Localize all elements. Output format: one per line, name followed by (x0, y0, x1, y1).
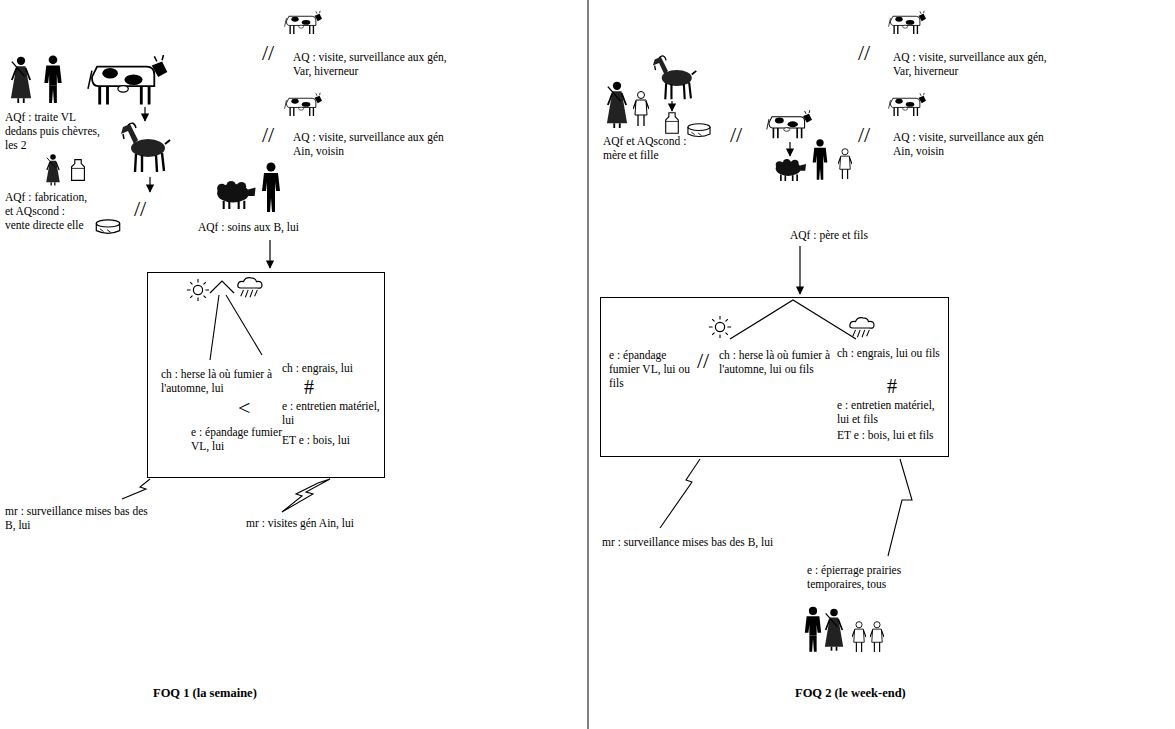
sun-icon (187, 279, 209, 301)
lightning-line (122, 479, 150, 499)
lightning-bolt (282, 479, 330, 512)
goat-icon (653, 56, 696, 99)
cheese-icon (96, 220, 119, 234)
separator-symbol: // (697, 350, 709, 372)
activity-label: AQf : traite VL dedans puis chèvres, les… (5, 110, 101, 152)
man-icon (813, 139, 828, 180)
woman-icon (825, 609, 843, 651)
cow-icon (767, 110, 812, 138)
man-icon (262, 163, 280, 213)
activity-label: mr : surveillance mises bas des B, lui (5, 504, 155, 532)
woman-icon (46, 154, 60, 185)
activity-label: AQf : fabrication, et AQscond : vente di… (5, 190, 91, 232)
activity-text: ch : herse là où fumier à l'automne, lui (161, 367, 273, 395)
activity-text: e : entretien matériel, lui et fils (837, 398, 945, 426)
activity-label: e : épierrage prairies temporaires, tous (807, 563, 935, 591)
leader-line (226, 295, 262, 355)
separator-symbol: // (858, 124, 870, 146)
cow-icon (285, 11, 322, 34)
sun-icon (709, 316, 731, 338)
cow-icon (889, 11, 926, 34)
flow-arrow (799, 246, 800, 294)
activity-box: e : épandage fumier VL, lui ou fils// ch … (600, 297, 949, 457)
man-icon (44, 55, 61, 103)
leader-line (210, 295, 219, 360)
activity-text: e : entretien matériel, lui (282, 399, 380, 427)
flow-arrow (269, 240, 270, 268)
activity-label: mr : surveillance mises bas des B, lui (602, 535, 862, 549)
activity-text: ch : herse là où fumier à l'automne, lui… (719, 348, 831, 376)
goat-icon (121, 123, 170, 172)
activity-label: AQf : soins aux B, lui (198, 220, 348, 234)
separator-symbol: // (262, 124, 274, 146)
activity-text: ET e : bois, lui et fils (837, 428, 945, 442)
activity-label: AQ : visite, surveillance aux gén Ain, v… (293, 130, 453, 158)
child-icon (838, 149, 852, 179)
separator-symbol: < (238, 397, 250, 419)
mountain-line (210, 281, 234, 293)
lightning-line (888, 459, 912, 556)
activity-label: AQf : père et fils (790, 228, 920, 242)
activity-text: ET e : bois, lui (282, 433, 380, 447)
man-icon (805, 607, 821, 652)
separator-symbol: // (134, 198, 146, 220)
activity-label: AQf et AQscond : mère et fille (603, 134, 695, 162)
lightning-line (660, 459, 700, 528)
activity-text: e : épandage fumier VL, lui ou fils (609, 348, 695, 390)
activity-box: ch : herse là où fumier à l'automne, lui… (147, 272, 385, 478)
separator-symbol: // (730, 124, 742, 146)
sheep-icon (217, 181, 255, 209)
rain-cloud-icon (238, 278, 262, 298)
flow-arrow (789, 142, 790, 156)
separator-symbol: // (262, 42, 274, 64)
activity-label: mr : visites gén Ain, lui (246, 516, 396, 530)
cow-icon (285, 93, 322, 116)
panel-caption: FOQ 2 (le week-end) (795, 686, 906, 701)
milk-can-icon (666, 113, 679, 133)
activity-text: ch : engrais, lui ou fils (837, 346, 945, 360)
woman-icon (607, 82, 627, 128)
woman-icon (11, 57, 31, 103)
child-icon (633, 92, 649, 127)
separator-symbol: # (304, 377, 314, 397)
cheese-icon (688, 124, 710, 137)
sheep-icon (776, 159, 806, 181)
flow-arrow (144, 107, 145, 121)
panel-caption: FOQ 1 (la semaine) (153, 686, 257, 701)
activity-label: AQ : visite, surveillance aux gén Ain, v… (893, 130, 1053, 158)
flow-arrow (671, 101, 672, 111)
activity-text: ch : engrais, lui (282, 361, 380, 375)
activity-label: AQ : visite, surveillance aux gén, Var, … (893, 50, 1053, 78)
cow-icon (889, 93, 926, 116)
activity-text: e : épandage fumier VL, lui (191, 425, 289, 453)
activity-label: AQ : visite, surveillance aux gén, Var, … (293, 50, 453, 78)
child-icon (870, 622, 884, 652)
flow-arrow (149, 177, 150, 192)
child-icon (852, 622, 866, 652)
separator-symbol: # (887, 376, 897, 396)
panel-divider (588, 0, 589, 729)
milk-can-icon (72, 160, 85, 181)
cow-icon (88, 55, 167, 104)
rain-cloud-icon (850, 318, 874, 338)
separator-symbol: // (858, 42, 870, 64)
mountain-line (730, 300, 856, 339)
